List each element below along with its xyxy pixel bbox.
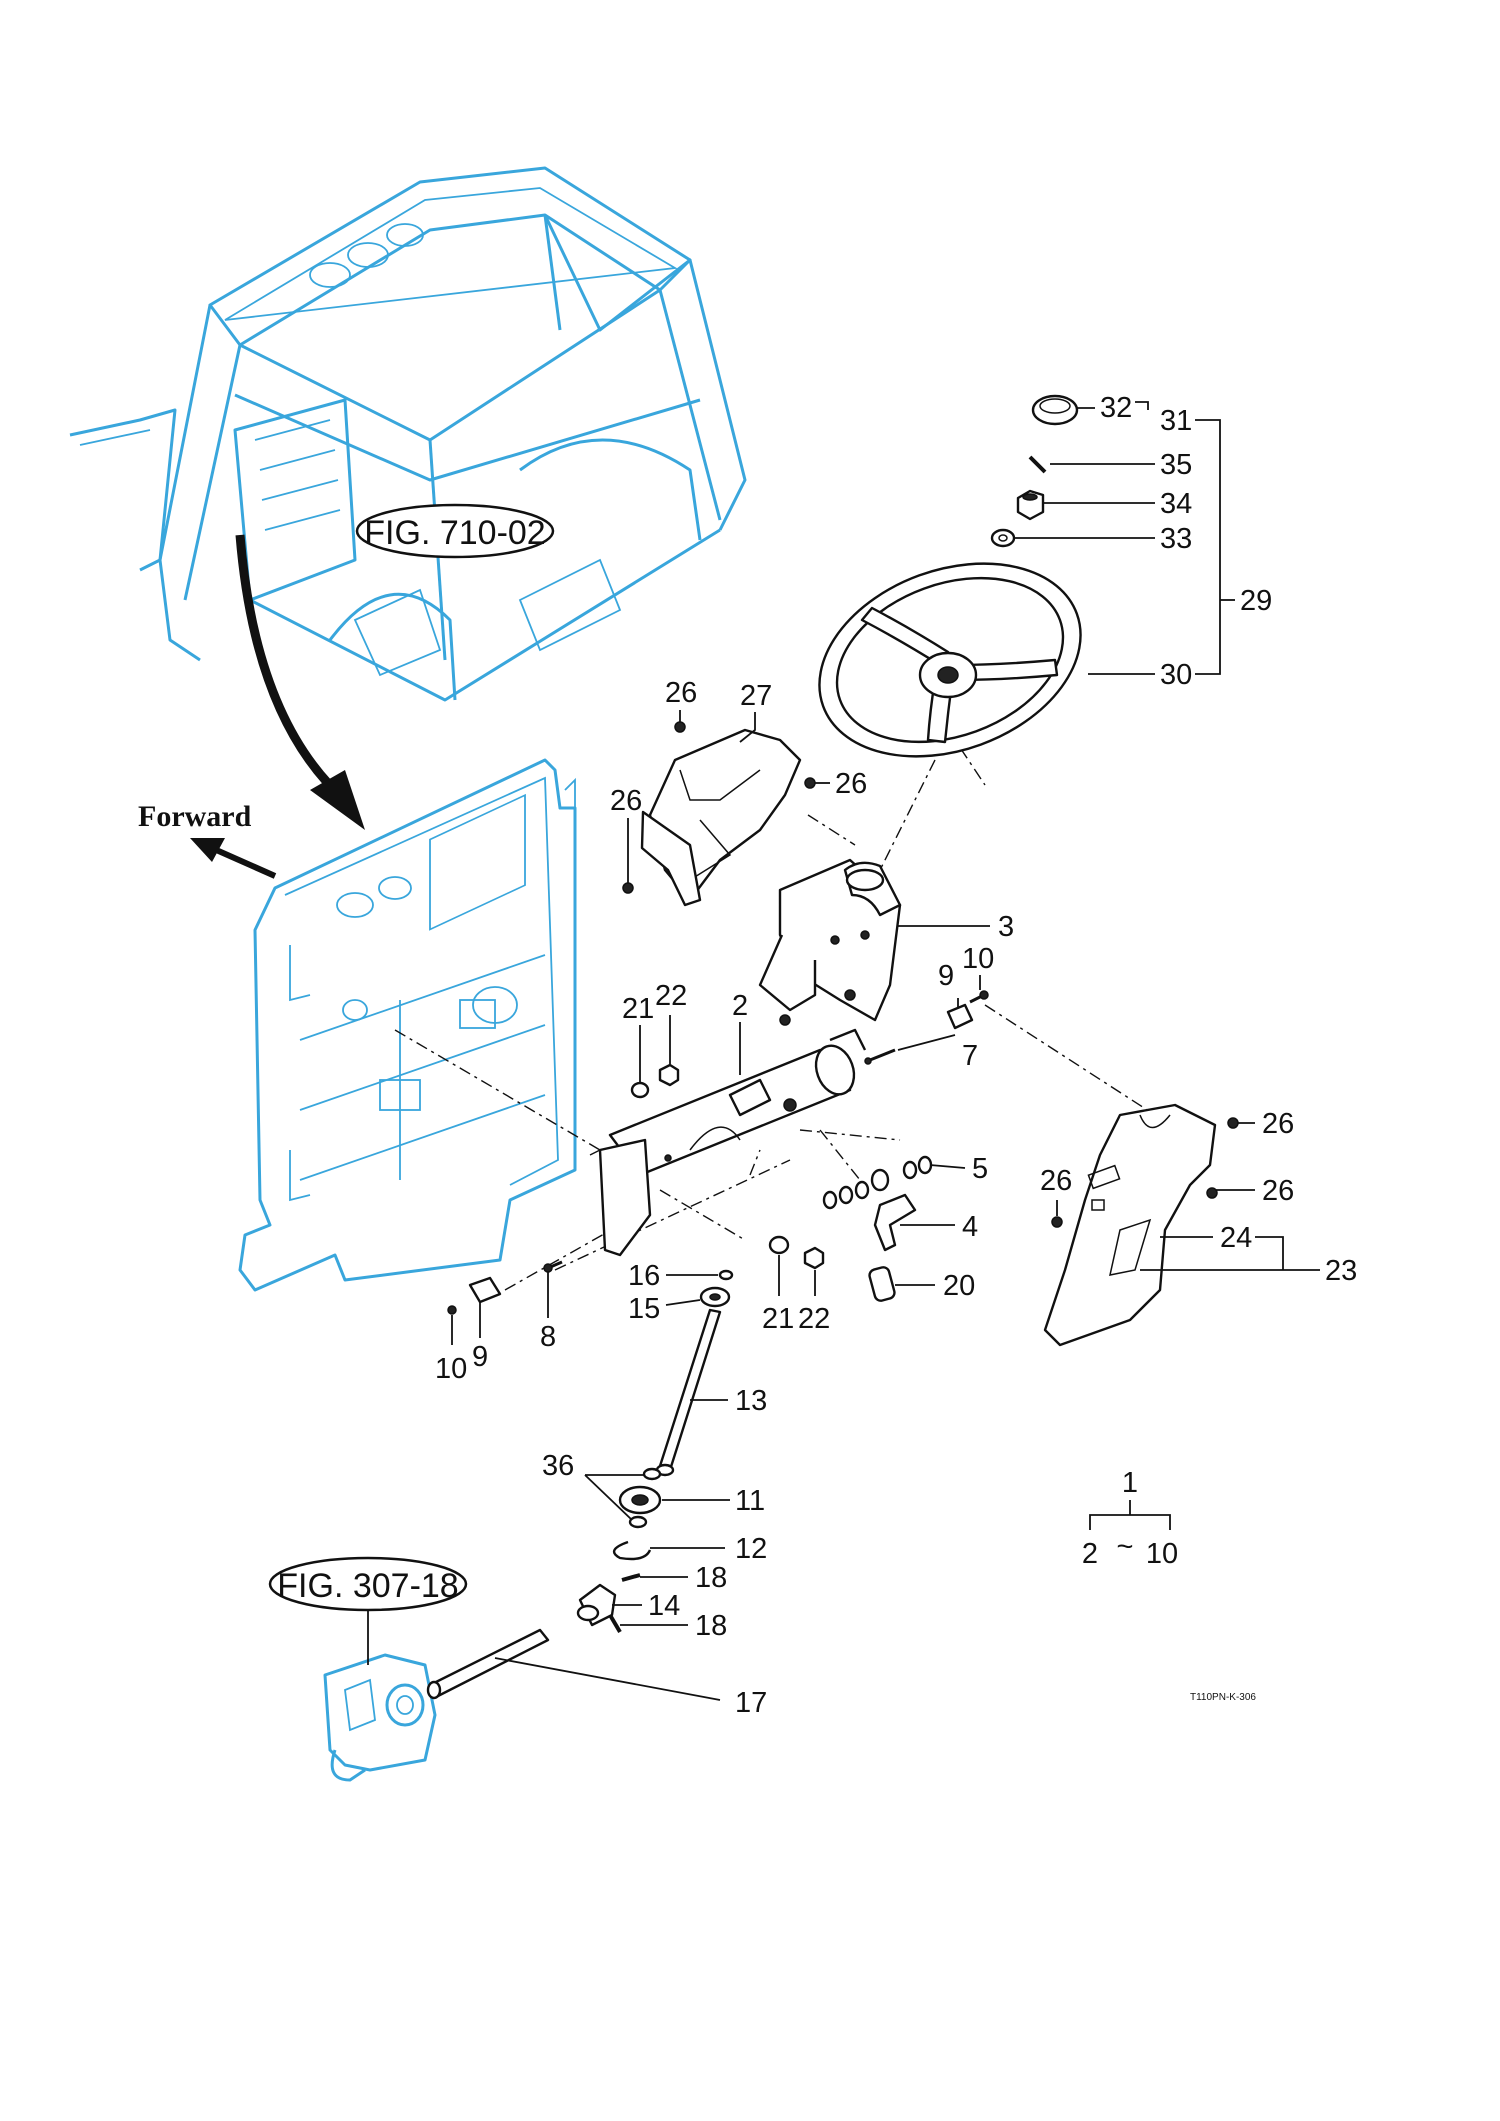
bearing-11[interactable] (618, 1485, 662, 1515)
ring-36[interactable] (628, 1467, 662, 1529)
callout-7: 7 (962, 1040, 978, 1072)
callout-numbers: 32 31 35 34 33 29 30 26 27 26 26 3 9 10 … (435, 392, 1357, 1719)
callout-33: 33 (1160, 523, 1192, 555)
callout-10: 10 (435, 1353, 467, 1385)
callout-18: 18 (695, 1610, 727, 1642)
callout-8: 8 (540, 1321, 556, 1353)
nut-22-upper[interactable] (658, 1063, 680, 1087)
callout-26: 26 (835, 768, 867, 800)
assembly-axis-lines (394, 664, 1156, 1291)
bracket-upper[interactable] (946, 990, 989, 1030)
bolt-10-lower[interactable] (447, 1305, 457, 1315)
callout-36: 36 (542, 1450, 574, 1482)
callout-26: 26 (1262, 1175, 1294, 1207)
callout-17: 17 (735, 1687, 767, 1719)
detail-arrow (235, 534, 365, 830)
callout-15: 15 (628, 1293, 660, 1325)
steering-wheel-cap[interactable] (1031, 394, 1079, 426)
callout-26: 26 (610, 785, 642, 817)
callout-20: 20 (943, 1270, 975, 1302)
callout-30: 30 (1160, 659, 1192, 691)
callout-12: 12 (735, 1533, 767, 1565)
callout-24: 24 (1220, 1222, 1252, 1254)
cab-figure-reference[interactable]: FIG. 710-02 (355, 503, 555, 559)
washer-21-lower[interactable] (768, 1235, 790, 1255)
assembly-note: 1 2 ~ 10 (1082, 1467, 1178, 1570)
callout-26: 26 (665, 677, 697, 709)
callout-26: 26 (1040, 1165, 1072, 1197)
callout-23: 23 (1325, 1255, 1357, 1287)
universal-joint[interactable] (576, 1583, 617, 1627)
callout-21: 21 (762, 1303, 794, 1335)
nut[interactable] (1016, 489, 1045, 521)
callout-34: 34 (1160, 488, 1192, 520)
callout-13: 13 (735, 1385, 767, 1417)
lever-knob[interactable] (868, 1266, 896, 1302)
callout-4: 4 (962, 1211, 978, 1243)
svg-text:1: 1 (1122, 1467, 1138, 1499)
callout-5: 5 (972, 1153, 988, 1185)
svg-text:Forward: Forward (138, 800, 252, 833)
callout-10: 10 (962, 943, 994, 975)
callout-16: 16 (628, 1260, 660, 1292)
column-bracket[interactable] (758, 858, 902, 1026)
nut-22-lower[interactable] (803, 1246, 825, 1270)
gearbox-illustration (323, 1653, 437, 1782)
upper-column-cover[interactable] (640, 728, 802, 907)
callout-27: 27 (740, 680, 772, 712)
lower-shaft[interactable] (426, 1628, 550, 1700)
callout-26: 26 (1262, 1108, 1294, 1140)
forward-indicator: Forward (138, 800, 277, 879)
bracket-lower[interactable] (468, 1276, 502, 1304)
washer[interactable] (990, 528, 1016, 548)
pin-18-lower[interactable] (608, 1613, 622, 1634)
callout-31: 31 (1160, 405, 1192, 437)
callout-32: 32 (1100, 392, 1132, 424)
callout-18: 18 (695, 1562, 727, 1594)
callout-22: 22 (655, 980, 687, 1012)
svg-text:10: 10 (1146, 1538, 1178, 1570)
svg-text:2: 2 (1082, 1538, 1098, 1570)
leader-lines (451, 401, 1320, 1701)
svg-text:~: ~ (1117, 1531, 1134, 1563)
callout-11: 11 (735, 1485, 765, 1517)
firewall-panel-illustration (238, 758, 577, 1292)
callout-9: 9 (472, 1341, 488, 1373)
column-tube[interactable] (598, 1028, 867, 1257)
bearing-15[interactable] (699, 1286, 731, 1308)
snap-ring-12[interactable] (612, 1540, 652, 1561)
washer-set[interactable] (822, 1155, 933, 1210)
bolt-7[interactable] (864, 1048, 896, 1065)
callout-14: 14 (648, 1590, 680, 1622)
callout-9: 9 (938, 960, 954, 992)
washer-21-upper[interactable] (630, 1081, 650, 1099)
callout-35: 35 (1160, 449, 1192, 481)
steering-wheel[interactable] (792, 529, 1107, 790)
cab-frame-illustration (69, 166, 747, 702)
tilt-lever[interactable] (873, 1193, 917, 1252)
callout-3: 3 (998, 911, 1014, 943)
svg-text:FIG. 710-02: FIG. 710-02 (364, 514, 545, 552)
svg-text:FIG. 307-18: FIG. 307-18 (277, 1567, 458, 1605)
pin-18-upper[interactable] (621, 1573, 641, 1582)
steering-shaft[interactable] (655, 1308, 722, 1477)
callout-21: 21 (622, 993, 654, 1025)
drawing-code: T110PN-K-306 (1190, 1692, 1256, 1703)
callout-22: 22 (798, 1303, 830, 1335)
circlip-16[interactable] (718, 1269, 734, 1281)
gearbox-figure-reference[interactable]: FIG. 307-18 (268, 1556, 468, 1665)
pin[interactable] (1028, 455, 1047, 474)
callout-2: 2 (732, 990, 748, 1022)
lower-column-cover[interactable] (1043, 1103, 1217, 1347)
callout-29: 29 (1240, 585, 1272, 617)
